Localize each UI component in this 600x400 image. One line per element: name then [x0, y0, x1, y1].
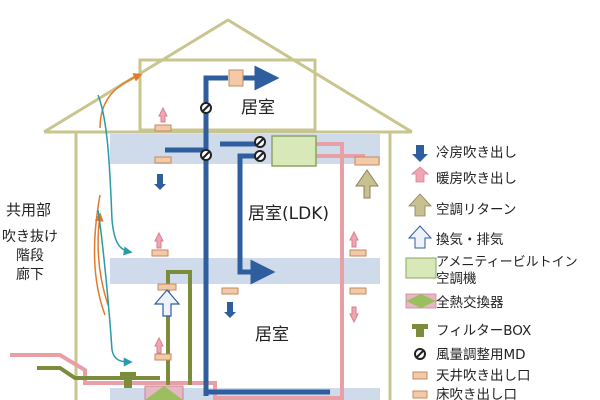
legend-damper-label: 風量調整用MD [436, 347, 526, 363]
legend-unit-icon [405, 257, 437, 279]
cool-duct [165, 75, 330, 396]
legend-warm-label: 暖房吹き出し [436, 171, 517, 187]
vent-outlets [151, 124, 380, 361]
common-area-line1: 吹き抜け [2, 229, 58, 245]
legend-vent-label: 換気・排気 [436, 232, 504, 248]
legend-floor-label: 床吹き出し口 [436, 387, 517, 400]
legend-hrv-label: 全熱交換器 [436, 295, 504, 311]
teal-airflow [97, 94, 133, 367]
room-label-bottom: 居室 [255, 325, 289, 345]
room-label-top: 居室 [241, 98, 275, 118]
legend-return-label: 空調リターン [436, 202, 517, 218]
filter-box [120, 372, 136, 388]
legend-hrv-icon [405, 293, 437, 309]
house-outline [43, 18, 413, 400]
legend-cool-label: 冷房吹き出し [436, 145, 517, 161]
floor-bands [110, 134, 380, 400]
common-area-line2: 階段 [16, 248, 44, 264]
legend-ceiling-icon [412, 371, 428, 380]
legend-unit-label-2: 空調機 [436, 271, 477, 287]
legend-ceiling-label: 天井吹き出し口 [436, 368, 531, 384]
orange-airflow [93, 73, 143, 316]
legend-cool-icon [412, 145, 428, 162]
aircon-unit [271, 135, 317, 167]
legend-filter-label: フィルターBOX [436, 323, 532, 339]
return-arrow [355, 169, 379, 199]
cool-arrows [154, 174, 236, 318]
legend-return-icon [408, 193, 432, 217]
room-label-ldk: 居室(LDK) [248, 204, 329, 224]
common-area-line3: 廊下 [16, 267, 44, 283]
legend-damper-icon [414, 348, 426, 360]
legend-warm-icon [410, 166, 430, 183]
hrv-unit [144, 385, 184, 400]
vent-arrow [153, 289, 181, 317]
legend-filter-icon [412, 324, 428, 337]
legend-floor-icon [412, 390, 428, 399]
legend-vent-icon [407, 225, 433, 249]
warm-arrows [154, 106, 359, 354]
damper-icons [200, 102, 266, 162]
exhaust-duct [37, 270, 192, 385]
legend-icons [405, 145, 437, 399]
ceiling-outlet [228, 69, 244, 87]
legend-unit-label-1: アメニティービルトイン [436, 255, 578, 270]
common-area-title: 共用部 [6, 201, 52, 219]
